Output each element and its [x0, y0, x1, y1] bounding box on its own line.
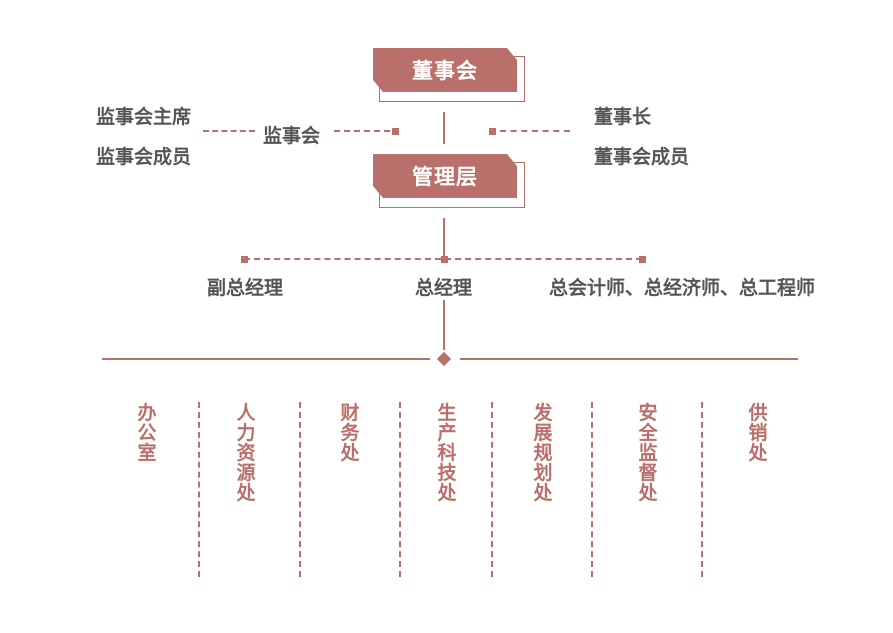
mgmt-dot-center	[441, 256, 448, 263]
dept-divider-4	[491, 402, 493, 577]
dept-finance: 财务处	[340, 402, 360, 464]
dept-line-right	[460, 358, 798, 360]
mgmt-row-connector	[443, 218, 445, 256]
dept-divider-1	[198, 402, 200, 577]
dept-diamond	[436, 351, 452, 367]
gm-dept-connector	[443, 300, 445, 350]
dept-hr: 人力资源处	[236, 402, 256, 504]
supervisory-right-dash	[334, 130, 390, 132]
mgmt-dot-right	[639, 256, 646, 263]
mgmt-dot-left	[241, 256, 248, 263]
supervisory-left-dash	[203, 130, 255, 132]
dept-divider-3	[399, 402, 401, 577]
mgmt-box: 管理层	[373, 154, 517, 198]
supervisory-chair-label: 监事会主席	[96, 106, 192, 128]
dept-office: 办公室	[137, 402, 157, 464]
supervisory-members-label: 监事会成员	[96, 146, 192, 168]
chiefs-label: 总会计师、总经济师、总工程师	[549, 277, 816, 299]
dept-production-tech: 生产科技处	[437, 402, 457, 504]
dept-safety-supervision: 安全监督处	[638, 402, 658, 504]
board-dot	[489, 128, 496, 135]
board-box: 董事会	[373, 48, 517, 92]
dept-line-left	[102, 358, 430, 360]
supervisory-board-label: 监事会	[263, 125, 321, 147]
gm-label: 总经理	[415, 277, 473, 299]
dept-divider-6	[701, 402, 703, 577]
board-chair-label: 董事长	[594, 106, 652, 128]
deputy-gm-label: 副总经理	[207, 277, 284, 299]
dept-development-planning: 发展规划处	[533, 402, 553, 504]
board-right-dash	[500, 130, 570, 132]
dept-divider-2	[299, 402, 301, 577]
dept-supply-sales: 供销处	[748, 402, 768, 464]
dept-divider-5	[591, 402, 593, 577]
board-mgmt-connector	[443, 112, 445, 144]
supervisory-dot	[392, 128, 399, 135]
board-members-label: 董事会成员	[594, 146, 690, 168]
